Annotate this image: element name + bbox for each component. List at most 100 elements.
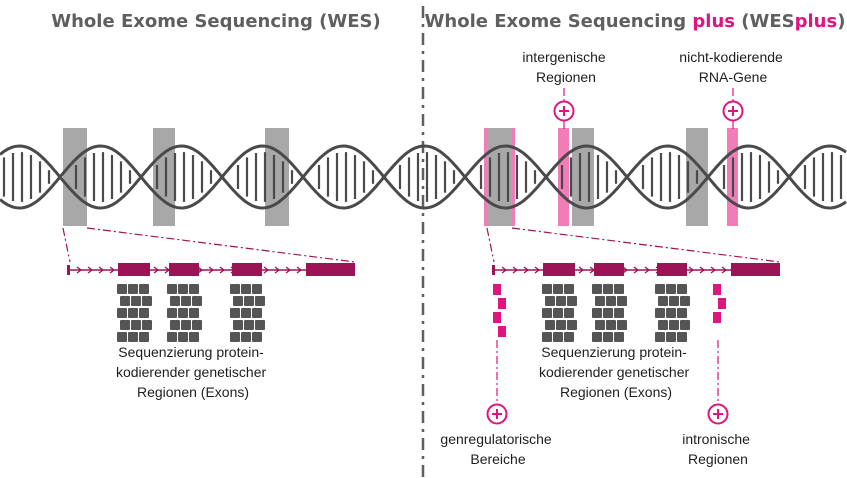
read-fragment — [666, 308, 676, 318]
direction-arrow — [197, 266, 204, 274]
read-fragment — [603, 332, 613, 342]
read-fragment — [189, 284, 199, 294]
dna-helix — [0, 144, 847, 210]
right-title-suffix: ) — [837, 11, 845, 32]
zoom-connector — [511, 227, 781, 263]
pink-read-fragment — [713, 284, 721, 295]
read-fragment — [595, 296, 605, 306]
read-fragment — [592, 332, 602, 342]
pink-read-fragment — [713, 312, 721, 323]
read-fragment — [230, 284, 240, 294]
gene-start-marker — [492, 265, 495, 275]
read-fragment — [170, 296, 180, 306]
zoom-connector — [486, 227, 495, 263]
read-fragment — [178, 332, 188, 342]
read-fragment — [603, 284, 613, 294]
read-fragment — [178, 284, 188, 294]
direction-arrow — [534, 266, 541, 274]
read-fragment — [553, 284, 563, 294]
exon-block — [232, 263, 262, 276]
read-fragment — [606, 296, 616, 306]
direction-arrow — [296, 266, 303, 274]
read-fragment — [545, 296, 555, 306]
read-fragment — [241, 284, 251, 294]
direction-arrow — [285, 266, 292, 274]
read-fragment — [252, 308, 262, 318]
read-fragment — [617, 296, 627, 306]
direction-arrow — [644, 266, 651, 274]
exon-block — [169, 263, 199, 276]
read-fragment — [556, 296, 566, 306]
read-fragment — [553, 332, 563, 342]
read-fragment — [669, 296, 679, 306]
pink-read-fragment — [493, 312, 501, 323]
read-fragment — [117, 284, 127, 294]
read-fragment — [131, 320, 141, 330]
exon-block — [594, 263, 624, 276]
label-noncoding-rna: nicht-kodierende RNA-Gene — [679, 49, 786, 85]
read-fragment — [677, 308, 687, 318]
read-fragment — [542, 308, 552, 318]
gene-start-marker — [67, 265, 70, 275]
read-fragment — [680, 296, 690, 306]
left-title: Whole Exome Sequencing (WES) — [51, 11, 380, 32]
read-fragment — [564, 284, 574, 294]
direction-arrow — [98, 266, 105, 274]
read-fragment — [233, 296, 243, 306]
read-fragment — [556, 320, 566, 330]
label-sequencing-right: Sequenzierung protein- kodierender genet… — [539, 344, 693, 400]
exon-band — [572, 128, 594, 226]
direction-arrow — [699, 266, 706, 274]
read-fragment — [606, 320, 616, 330]
read-fragment — [117, 308, 127, 318]
direction-arrow — [274, 266, 281, 274]
read-fragment — [170, 320, 180, 330]
read-fragment — [131, 296, 141, 306]
right-title: Whole Exome Sequencing plus (WESplus) — [425, 11, 846, 32]
direction-arrow — [710, 266, 717, 274]
direction-arrow — [263, 266, 270, 274]
read-fragment — [542, 284, 552, 294]
direction-arrow — [501, 266, 508, 274]
plus-circle-icon — [707, 403, 729, 425]
pink-read-fragment — [493, 284, 501, 295]
right-title-middle: (WES — [735, 11, 795, 32]
direction-arrow — [512, 266, 519, 274]
direction-arrow — [523, 266, 530, 274]
label-regulatory: genregulatorische Bereiche — [440, 431, 555, 467]
read-fragment — [542, 332, 552, 342]
read-fragment — [230, 332, 240, 342]
direction-arrow — [208, 266, 215, 274]
read-fragment — [658, 296, 668, 306]
gene-models — [62, 88, 781, 425]
read-fragment — [564, 332, 574, 342]
read-fragment — [655, 332, 665, 342]
plus-circle-icon — [722, 100, 744, 122]
direction-arrow — [76, 266, 83, 274]
zoom-connector — [62, 227, 71, 263]
read-fragment — [567, 320, 577, 330]
read-fragment — [128, 308, 138, 318]
direction-arrow — [688, 266, 695, 274]
right-title-accent-1: plus — [692, 11, 735, 32]
direction-arrow — [153, 266, 160, 274]
zoom-connector — [86, 227, 356, 263]
read-fragment — [592, 284, 602, 294]
exon-block — [118, 263, 150, 276]
read-fragment — [192, 296, 202, 306]
read-fragment — [244, 296, 254, 306]
direction-arrow — [578, 266, 585, 274]
plus-circle-icon — [486, 403, 508, 425]
read-fragment — [139, 308, 149, 318]
direction-arrow — [87, 266, 94, 274]
read-fragment — [603, 308, 613, 318]
pink-read-fragment — [718, 298, 726, 309]
read-fragment — [181, 296, 191, 306]
pink-read-fragment — [498, 326, 506, 337]
read-fragment — [167, 284, 177, 294]
read-fragment — [241, 332, 251, 342]
label-intronic: intronische Regionen — [682, 431, 754, 467]
read-fragment — [244, 320, 254, 330]
read-fragment — [614, 308, 624, 318]
pink-read-fragment — [498, 298, 506, 309]
